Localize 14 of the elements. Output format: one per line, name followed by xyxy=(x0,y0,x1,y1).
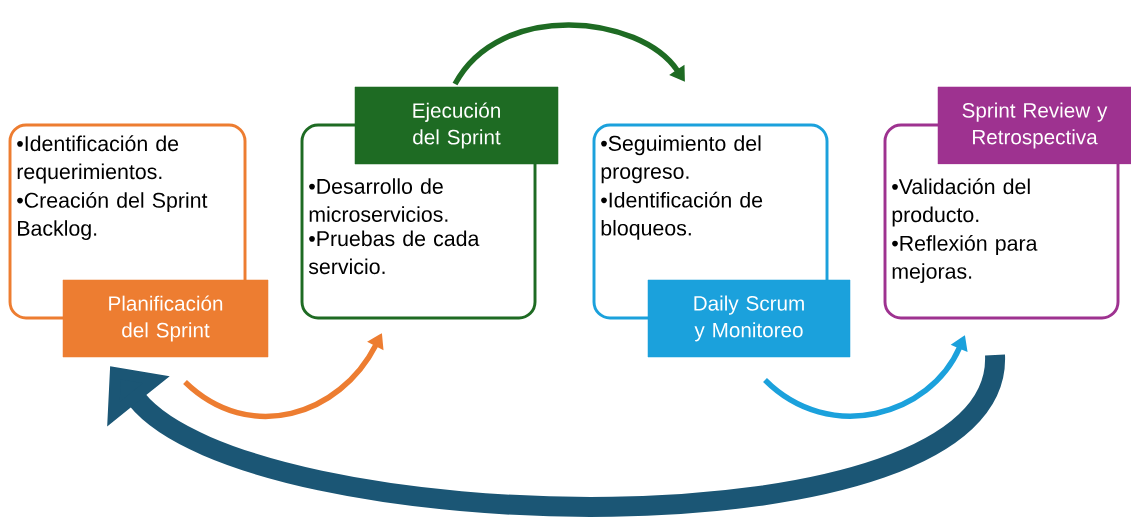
bullet-item: •Pruebas de cada servicio. xyxy=(308,230,480,275)
stage-heading: Ejecución del Sprint xyxy=(354,86,559,165)
bullet-item: •Seguimiento del progreso. xyxy=(601,135,761,184)
stage-heading: Sprint Review y Retrospectiva xyxy=(937,86,1131,165)
stage-heading: Daily Scrum y Monitoreo xyxy=(647,279,851,358)
arrow xyxy=(107,352,1005,517)
bullet-item: •Desarrollo de microservicios. xyxy=(309,178,448,222)
bullet-item: •Creación del Sprint Backlog. xyxy=(17,191,208,241)
arrow xyxy=(452,22,685,86)
stage-heading: Planificación del Sprint xyxy=(62,279,269,358)
bullet-item: •Validación del producto. xyxy=(892,178,1030,227)
bullet-item: •Identificación de requerimientos. xyxy=(17,135,179,184)
bullet-item: •Identificación de bloqueos. xyxy=(601,191,763,240)
bullet-item: •Reflexión para mejoras. xyxy=(892,234,1038,284)
